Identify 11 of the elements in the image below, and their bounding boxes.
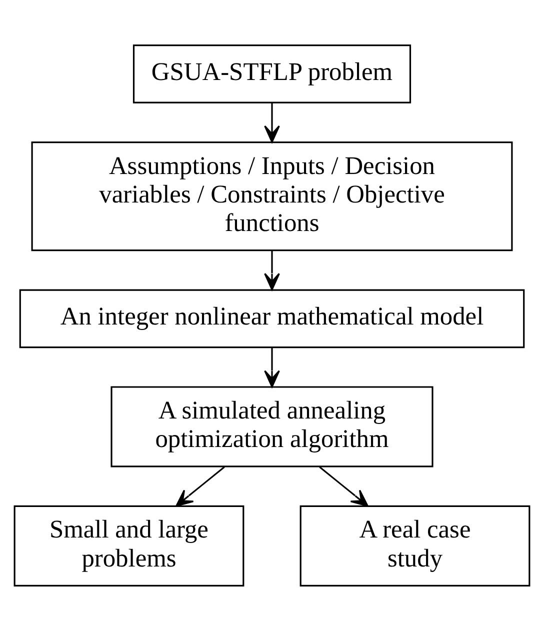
node-box: An integer nonlinear mathematical model — [19, 288, 525, 348]
arrow — [264, 250, 280, 290]
arrow — [319, 466, 368, 506]
node-box: A real case study — [300, 504, 530, 586]
node-box: GSUA-STFLP problem — [132, 44, 412, 103]
arrow — [264, 102, 280, 142]
node-box: Assumptions / Inputs / Decision variables / Constraints / Objective functions — [31, 141, 513, 251]
node-box: A simulated annealing optimization algorithm — [110, 386, 434, 467]
node-box: Small and large problems — [14, 504, 244, 586]
arrow — [176, 466, 225, 506]
arrow — [264, 347, 280, 388]
